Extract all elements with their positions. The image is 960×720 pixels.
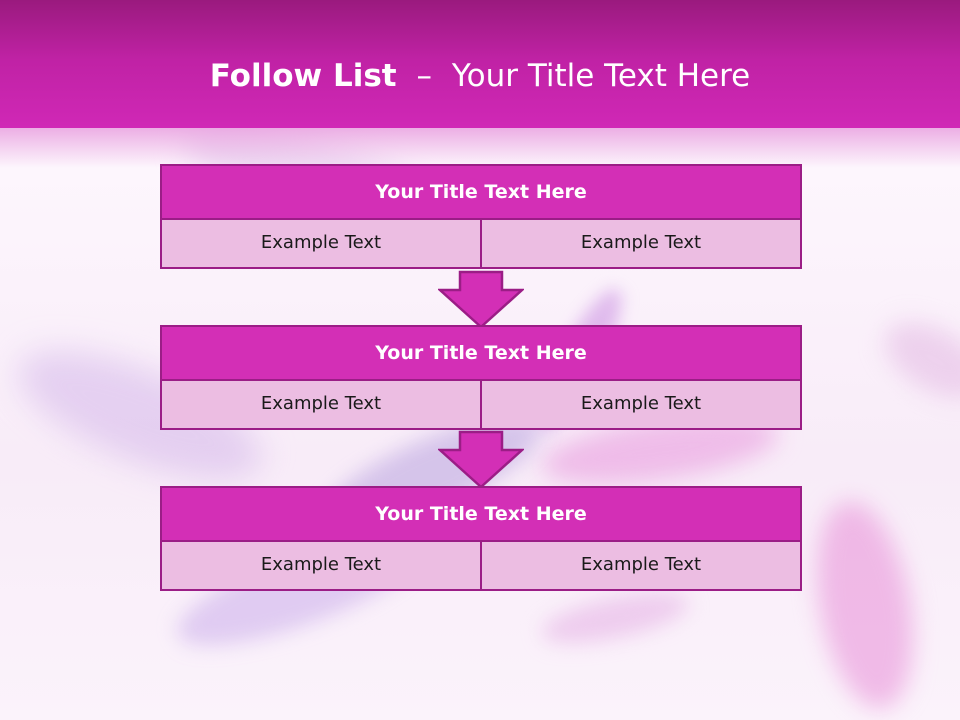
list-block-1: Your Title Text Here Example Text Exampl… xyxy=(160,164,802,269)
block-cell-left: Example Text xyxy=(160,542,482,591)
block-title: Your Title Text Here xyxy=(160,486,802,542)
down-arrow-icon xyxy=(438,270,524,329)
block-row: Example Text Example Text xyxy=(160,220,802,269)
title-rest-text: Your Title Text Here xyxy=(451,58,751,94)
block-cell-left: Example Text xyxy=(160,381,482,430)
block-cell-right: Example Text xyxy=(482,220,802,269)
block-cell-right: Example Text xyxy=(482,381,802,430)
block-row: Example Text Example Text xyxy=(160,381,802,430)
slide-title: Follow List – Your Title Text Here xyxy=(0,50,960,102)
list-block-3: Your Title Text Here Example Text Exampl… xyxy=(160,486,802,591)
list-block-2: Your Title Text Here Example Text Exampl… xyxy=(160,325,802,430)
block-cell-left: Example Text xyxy=(160,220,482,269)
block-title: Your Title Text Here xyxy=(160,164,802,220)
block-row: Example Text Example Text xyxy=(160,542,802,591)
title-bold-text: Follow List xyxy=(209,58,397,94)
title-dash: – xyxy=(416,58,432,94)
block-cell-right: Example Text xyxy=(482,542,802,591)
header-bar xyxy=(0,0,960,128)
header-fade xyxy=(0,128,960,168)
block-title: Your Title Text Here xyxy=(160,325,802,381)
down-arrow-icon xyxy=(438,430,524,489)
